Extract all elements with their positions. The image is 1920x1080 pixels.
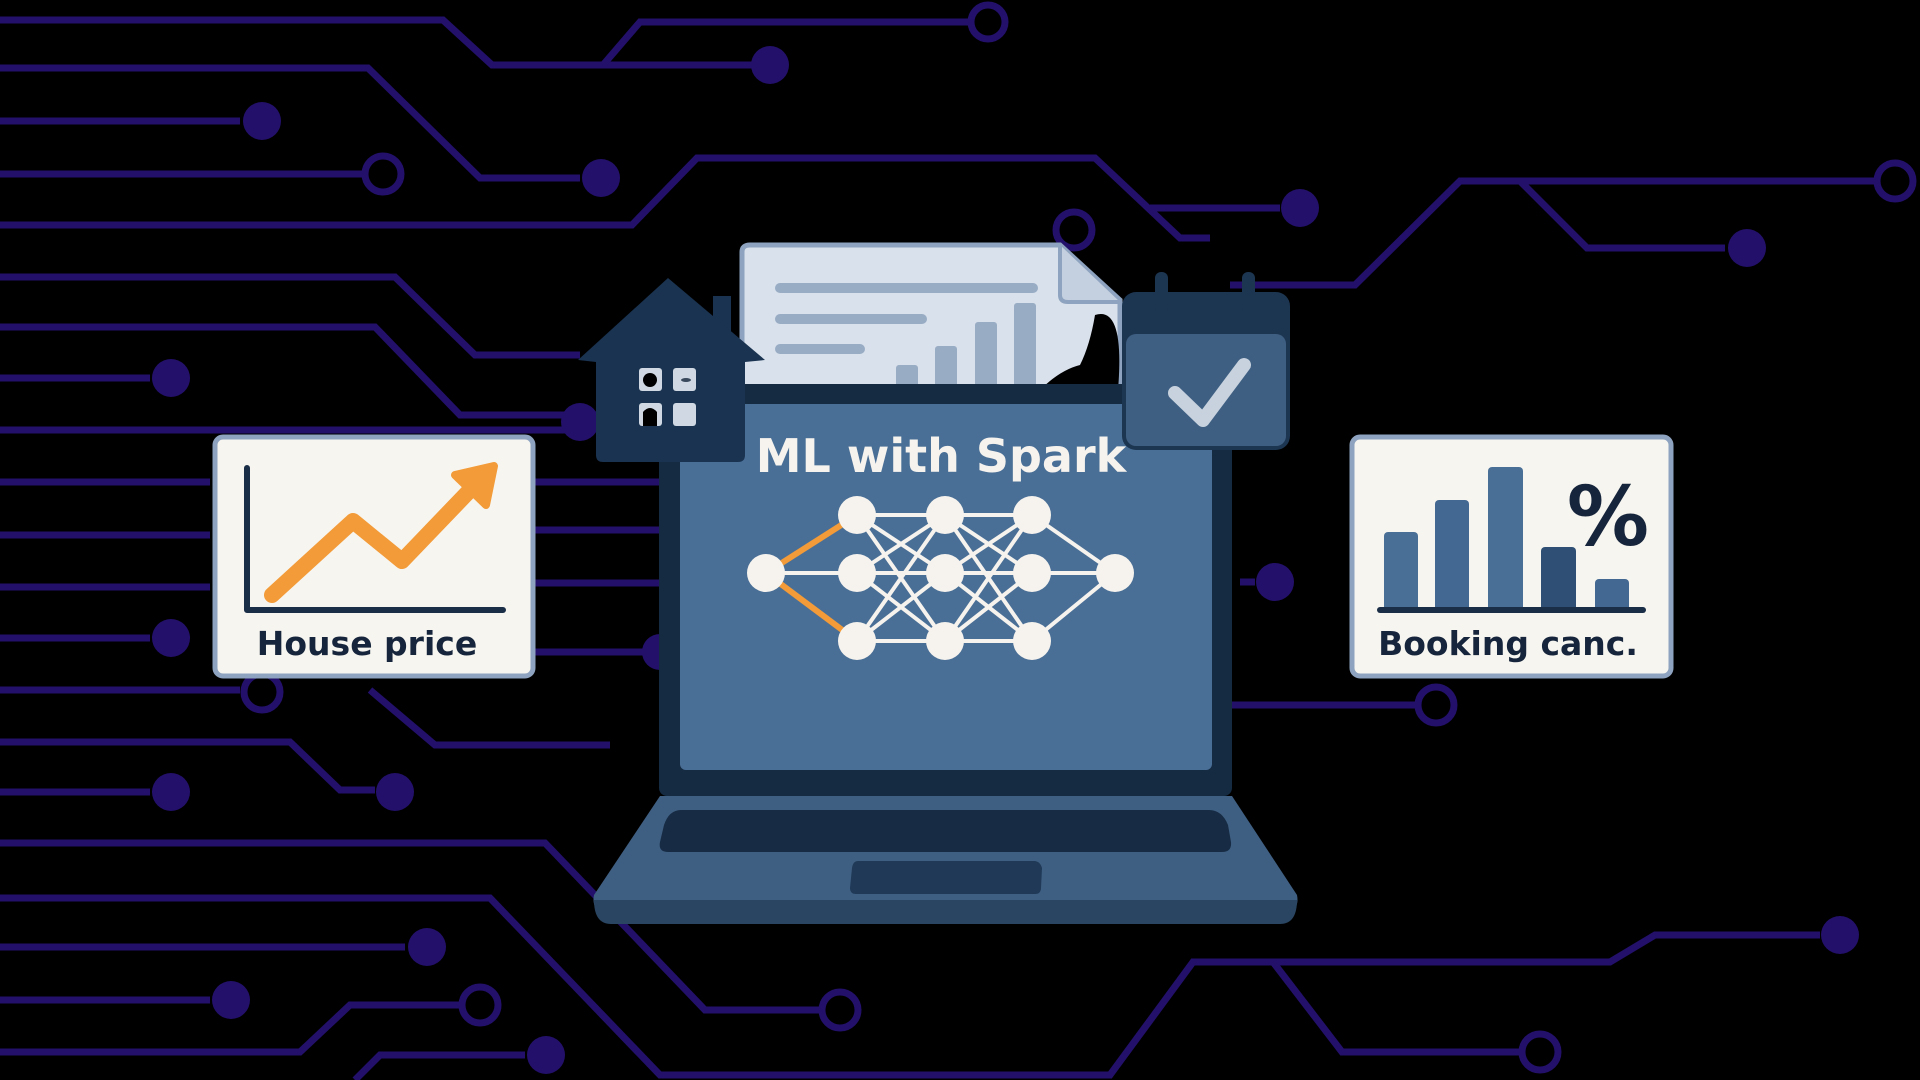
bar-chart-percent-icon: % bbox=[1377, 467, 1649, 613]
trend-up-chart-icon bbox=[264, 462, 498, 603]
neural-network-icon bbox=[747, 496, 1134, 660]
calendar-check-icon bbox=[1122, 272, 1290, 450]
booking-cancellation-card: % Booking canc. bbox=[1349, 434, 1674, 679]
house-icon bbox=[578, 278, 765, 462]
house-price-label: House price bbox=[257, 624, 477, 663]
document-report-icon bbox=[739, 242, 1123, 396]
house-price-card: House price bbox=[212, 434, 536, 679]
booking-cancellation-label: Booking canc. bbox=[1378, 624, 1638, 663]
percent-symbol: % bbox=[1567, 470, 1649, 565]
laptop-title: ML with Spark bbox=[756, 429, 1128, 483]
